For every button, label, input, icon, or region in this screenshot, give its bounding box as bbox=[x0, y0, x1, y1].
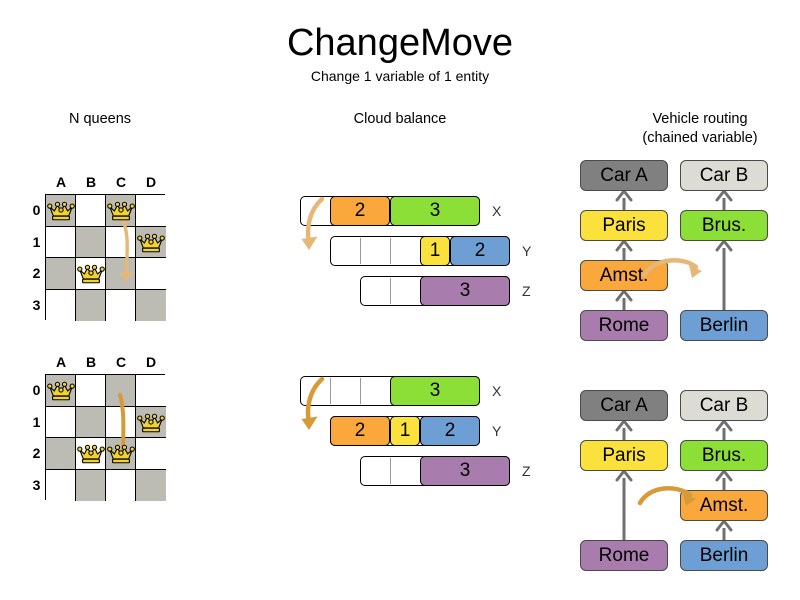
chess-file-label-C: C bbox=[115, 354, 127, 370]
change-move-arrow bbox=[301, 376, 325, 430]
stop-node-rome[interactable]: Rome bbox=[580, 540, 668, 571]
cloud-process-green-3[interactable]: 3 bbox=[390, 196, 480, 226]
chain-edges bbox=[615, 189, 733, 310]
chess-file-label-C: C bbox=[115, 174, 127, 190]
chain-edges bbox=[615, 419, 733, 540]
chess-cell-C3[interactable] bbox=[106, 289, 136, 321]
chess-cell-D0[interactable] bbox=[136, 195, 166, 227]
chess-rank-label-3: 3 bbox=[32, 476, 41, 493]
chess-file-label-A: A bbox=[55, 354, 67, 370]
chess-cell-B0[interactable] bbox=[76, 375, 106, 407]
change-move-arrow bbox=[301, 196, 325, 250]
vehicle-node-car-a[interactable]: Car A bbox=[580, 160, 668, 191]
chessboard[interactable]: A B C D 0 1 2 3 bbox=[33, 354, 166, 501]
chess-cell-C3[interactable] bbox=[106, 469, 136, 501]
stop-node-rome[interactable]: Rome bbox=[580, 310, 668, 341]
chessboard[interactable]: A B C D 0 1 2 3 bbox=[33, 174, 166, 321]
cloud-computer-label-X: X bbox=[492, 383, 502, 399]
chess-cell-A2[interactable] bbox=[46, 438, 76, 470]
cloud-process-blue-2[interactable]: 2 bbox=[420, 416, 480, 446]
chess-cell-A3[interactable] bbox=[46, 469, 76, 501]
chess-cell-B1[interactable] bbox=[76, 226, 106, 258]
chess-cell-D3[interactable] bbox=[136, 469, 166, 501]
cloud-process-yellow-1[interactable]: 1 bbox=[390, 416, 420, 446]
chess-rank-label-2: 2 bbox=[32, 265, 41, 281]
cloud-process-yellow-1[interactable]: 1 bbox=[420, 236, 450, 266]
chess-cell-B3[interactable] bbox=[76, 289, 106, 321]
column-header-vehicle-routing: Vehicle routing (chained variable) bbox=[600, 110, 800, 148]
chess-cell-D2[interactable] bbox=[136, 438, 166, 470]
change-move-arrow bbox=[117, 392, 129, 460]
column-header-cloud-balance: Cloud balance bbox=[353, 111, 447, 127]
vehicle-node-car-b[interactable]: Car B bbox=[680, 390, 768, 421]
chess-file-label-B: B bbox=[85, 354, 97, 370]
cloud-computer-label-Y: Y bbox=[522, 243, 532, 259]
change-move-arrow bbox=[637, 486, 696, 506]
change-move-arrow bbox=[119, 213, 133, 282]
chess-cell-B0[interactable] bbox=[76, 195, 106, 227]
chess-file-label-A: A bbox=[55, 174, 67, 190]
cloud-process-orange-2[interactable]: 2 bbox=[330, 416, 390, 446]
cloud-empty-slot-divider bbox=[390, 238, 391, 264]
chess-cell-C1[interactable] bbox=[106, 226, 136, 258]
stop-node-brus[interactable]: Brus. bbox=[680, 440, 768, 471]
chess-cell-A1[interactable] bbox=[46, 406, 76, 438]
chess-cell-D3[interactable] bbox=[136, 289, 166, 321]
stop-node-berlin[interactable]: Berlin bbox=[680, 540, 768, 571]
cloud-computer-label-Z: Z bbox=[522, 463, 531, 479]
stop-node-paris[interactable]: Paris bbox=[580, 210, 668, 241]
chess-rank-label-1: 1 bbox=[32, 413, 41, 430]
cloud-computer-label-X: X bbox=[492, 203, 502, 219]
chess-rank-label-1: 1 bbox=[32, 233, 41, 250]
chess-cell-A2[interactable] bbox=[46, 258, 76, 290]
cloud-empty-slot-divider bbox=[330, 378, 331, 404]
cloud-computer-label-Y: Y bbox=[492, 423, 502, 439]
cloud-process-green-3[interactable]: 3 bbox=[390, 376, 480, 406]
chess-file-label-D: D bbox=[145, 354, 157, 370]
column-header-n-queens: N queens bbox=[68, 111, 132, 127]
stop-node-paris[interactable]: Paris bbox=[580, 440, 668, 471]
stop-node-amst[interactable]: Amst. bbox=[680, 490, 768, 521]
cloud-process-purple-3[interactable]: 3 bbox=[420, 456, 510, 486]
chess-cell-B1[interactable] bbox=[76, 406, 106, 438]
chess-cell-D2[interactable] bbox=[136, 258, 166, 290]
change-move-arrow bbox=[641, 258, 702, 278]
cloud-computer-label-Z: Z bbox=[522, 283, 531, 299]
column-header-vrp-line2: (chained variable) bbox=[642, 130, 758, 146]
vehicle-node-car-b[interactable]: Car B bbox=[680, 160, 768, 191]
vehicle-node-car-a[interactable]: Car A bbox=[580, 390, 668, 421]
n-queens-board-before: A B C D 0 1 2 3 bbox=[33, 174, 166, 321]
cloud-empty-slot-divider bbox=[390, 458, 391, 484]
stop-node-berlin[interactable]: Berlin bbox=[680, 310, 768, 341]
chess-cell-A1[interactable] bbox=[46, 226, 76, 258]
cloud-process-blue-2[interactable]: 2 bbox=[450, 236, 510, 266]
page-subtitle: Change 1 variable of 1 entity bbox=[310, 68, 490, 84]
chess-file-label-D: D bbox=[145, 174, 157, 190]
cloud-empty-slot-divider bbox=[360, 238, 361, 264]
n-queens-board-after: A B C D 0 1 2 3 bbox=[33, 354, 166, 501]
chess-rank-label-0: 0 bbox=[32, 202, 41, 218]
cloud-empty-slot-divider bbox=[360, 378, 361, 404]
chess-cell-D0[interactable] bbox=[136, 375, 166, 407]
chess-file-label-B: B bbox=[85, 174, 97, 190]
cloud-process-purple-3[interactable]: 3 bbox=[420, 276, 510, 306]
cloud-empty-slot-divider bbox=[390, 278, 391, 304]
chess-rank-label-0: 0 bbox=[32, 382, 41, 398]
chess-cell-A3[interactable] bbox=[46, 289, 76, 321]
chess-cell-B3[interactable] bbox=[76, 469, 106, 501]
cloud-process-orange-2[interactable]: 2 bbox=[330, 196, 390, 226]
chess-rank-label-3: 3 bbox=[32, 296, 41, 313]
column-header-vrp-line1: Vehicle routing bbox=[652, 111, 748, 127]
stop-node-brus[interactable]: Brus. bbox=[680, 210, 768, 241]
page-title: ChangeMove bbox=[286, 22, 514, 64]
chess-rank-label-2: 2 bbox=[32, 445, 41, 461]
